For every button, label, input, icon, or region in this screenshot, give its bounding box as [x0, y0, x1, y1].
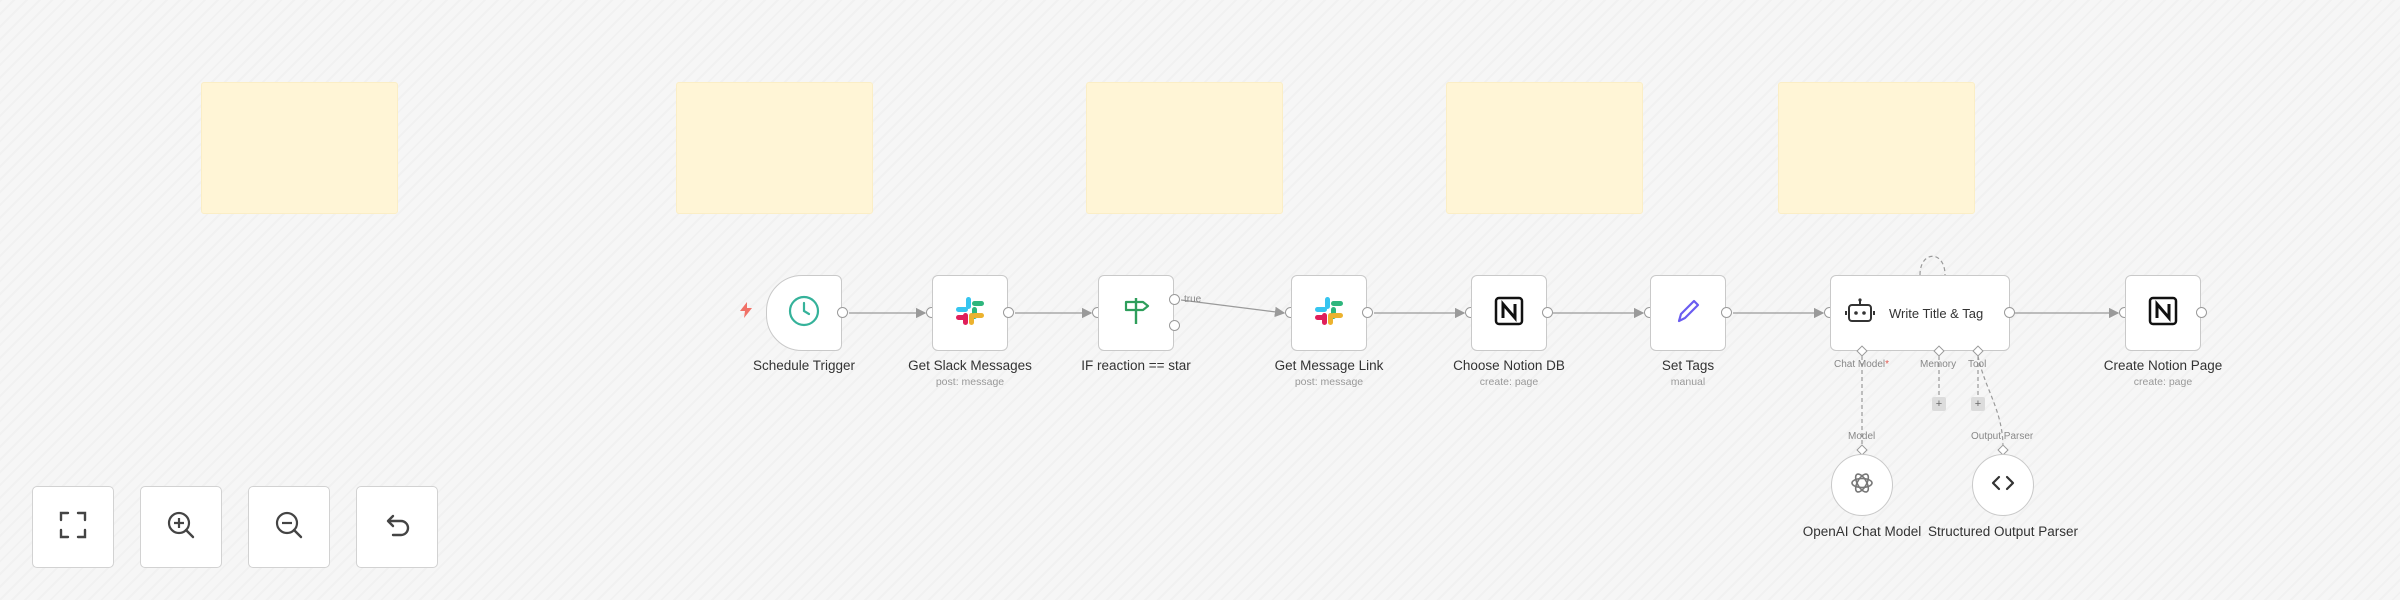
zoom-in-button[interactable] — [140, 486, 222, 568]
node-get-message-link[interactable] — [1291, 275, 1367, 351]
node-set-tags[interactable] — [1650, 275, 1726, 351]
port-label-output-parser: Output Parser — [1971, 431, 2034, 442]
fullscreen-icon — [56, 508, 90, 547]
sticky-note[interactable] — [1446, 82, 1643, 214]
node-output-handle[interactable] — [1362, 307, 1373, 318]
node-title: Schedule Trigger — [752, 358, 856, 373]
notion-icon — [2147, 295, 2179, 332]
port-label-chat-model: Chat Model* — [1834, 359, 1890, 370]
port-label-model: Model — [1848, 431, 1876, 442]
branch-label-true: true — [1184, 294, 1202, 305]
fit-view-button[interactable] — [32, 486, 114, 568]
zoom-out-icon — [272, 508, 306, 547]
sticky-note[interactable] — [1778, 82, 1975, 214]
node-subtitle: create: page — [2133, 376, 2193, 388]
node-get-slack-messages[interactable] — [932, 275, 1008, 351]
node-output-handle[interactable] — [2004, 307, 2015, 318]
code-brackets-icon — [1989, 469, 2017, 502]
node-title: Write Title & Tag — [1889, 305, 1984, 321]
port-label-tool: Tool — [1968, 359, 1987, 370]
node-subtitle: manual — [1670, 376, 1706, 388]
slack-icon — [953, 294, 987, 333]
slack-icon — [1312, 294, 1346, 333]
node-create-notion-page[interactable] — [2125, 275, 2201, 351]
node-title: OpenAI Chat Model — [1802, 524, 1922, 539]
node-title: Get Message Link — [1274, 358, 1384, 373]
node-output-handle[interactable] — [2196, 307, 2207, 318]
node-write-title-tag[interactable]: Write Title & Tag — [1830, 275, 2010, 351]
node-title: Set Tags — [1661, 358, 1715, 373]
node-title: Create Notion Page — [2103, 358, 2223, 373]
pencil-icon — [1671, 294, 1705, 333]
node-subtitle: post: message — [1294, 376, 1364, 388]
add-tool-button[interactable]: + — [1971, 397, 1985, 411]
add-memory-button[interactable]: + — [1932, 397, 1946, 411]
openai-icon — [1848, 469, 1876, 502]
node-title: Structured Output Parser — [1927, 524, 2079, 539]
node-output-handle[interactable] — [1542, 307, 1553, 318]
sticky-note[interactable] — [1086, 82, 1283, 214]
sticky-note[interactable] — [201, 82, 398, 214]
zoom-out-button[interactable] — [248, 486, 330, 568]
sticky-note[interactable] — [676, 82, 873, 214]
node-subtitle: post: message — [935, 376, 1005, 388]
zoom-in-icon — [164, 508, 198, 547]
node-title: Choose Notion DB — [1453, 358, 1565, 373]
node-if-reaction[interactable] — [1098, 275, 1174, 351]
node-output-handle[interactable] — [837, 307, 848, 318]
node-structured-output-parser[interactable] — [1972, 454, 2034, 516]
notion-icon — [1493, 295, 1525, 332]
clock-icon — [787, 294, 821, 333]
node-output-handle[interactable] — [1003, 307, 1014, 318]
trigger-bolt-icon — [739, 302, 753, 323]
node-choose-notion-db[interactable] — [1471, 275, 1547, 351]
node-schedule-trigger[interactable] — [766, 275, 842, 351]
node-output-handle[interactable] — [1721, 307, 1732, 318]
connection-edge — [1919, 255, 1946, 276]
undo-icon — [380, 508, 414, 547]
signpost-icon — [1119, 294, 1153, 333]
node-output-handle-true[interactable] — [1169, 294, 1180, 305]
reset-button[interactable] — [356, 486, 438, 568]
port-label-memory: Memory — [1920, 359, 1957, 370]
node-output-handle-false[interactable] — [1169, 320, 1180, 331]
node-openai-chat-model[interactable] — [1831, 454, 1893, 516]
node-title: IF reaction == star — [1081, 358, 1191, 373]
node-title: Get Slack Messages — [908, 358, 1032, 373]
robot-icon — [1845, 296, 1875, 331]
node-subtitle: create: page — [1479, 376, 1539, 388]
